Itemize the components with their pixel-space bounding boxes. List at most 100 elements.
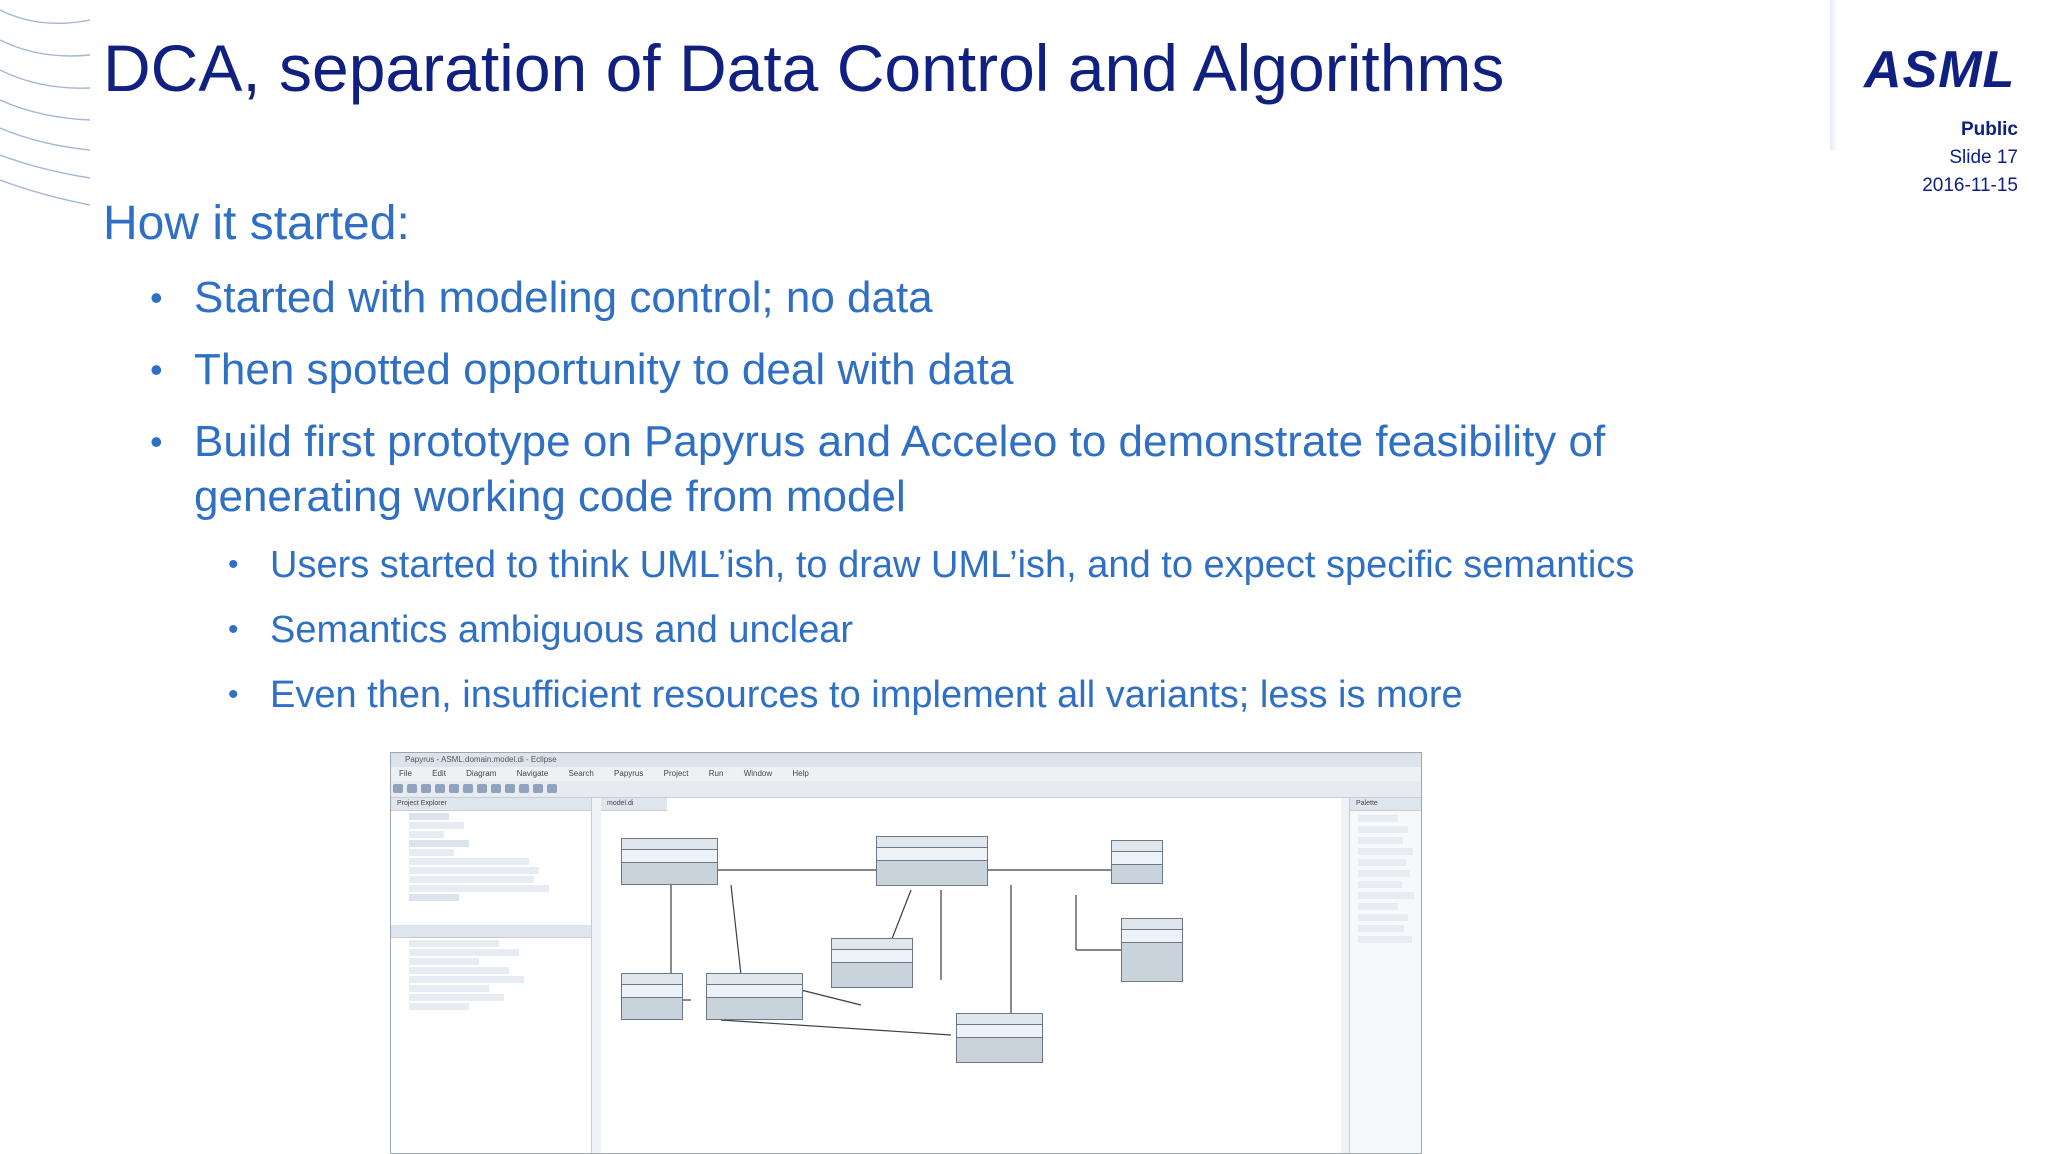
tree-row: [409, 1003, 469, 1010]
toolbar-icon: [435, 784, 445, 793]
uml-class: [831, 938, 913, 988]
toolbar-icon: [449, 784, 459, 793]
sub-bullet-item: Even then, insufficient resources to imp…: [150, 671, 1750, 719]
uml-class-header: [622, 974, 682, 985]
screenshot-toolbar: [391, 781, 1421, 798]
uml-class-attributes: [957, 1025, 1042, 1038]
uml-class: [621, 973, 683, 1020]
bullet-item: Started with modeling control; no data: [150, 270, 1750, 325]
header-divider: [1830, 0, 1838, 150]
uml-class-attributes: [877, 848, 987, 861]
uml-class-attributes: [622, 850, 717, 863]
project-explorer-pane: Project Explorer: [391, 798, 592, 1153]
association-lines: [670, 869, 1121, 1036]
sub-bullet-item: Semantics ambiguous and unclear: [150, 606, 1750, 654]
toolbar-icon: [491, 784, 501, 793]
diagram-canvas: model.di: [601, 798, 1341, 1153]
palette-item: [1358, 936, 1412, 943]
tree-row: [409, 967, 509, 974]
tree-row: [409, 813, 449, 820]
tree-row: [409, 822, 464, 829]
uml-class-header: [957, 1014, 1042, 1025]
uml-class: [1111, 840, 1163, 884]
palette-item: [1358, 826, 1408, 833]
tree-row: [409, 894, 459, 901]
palette-item: [1358, 881, 1402, 888]
canvas-tab: model.di: [601, 798, 667, 811]
tree-row: [409, 994, 504, 1001]
uml-class: [876, 836, 988, 886]
uml-class-attributes: [707, 985, 802, 998]
slide-date: 2016-11-15: [1922, 175, 2018, 196]
palette-item: [1358, 903, 1398, 910]
slide-title: DCA, separation of Data Control and Algo…: [103, 31, 1505, 105]
bullet-list: Started with modeling control; no data T…: [150, 270, 1750, 736]
uml-class-attributes: [832, 950, 912, 963]
classification-label: Public: [1960, 119, 2018, 140]
slide-number: Slide 17: [1949, 147, 2018, 168]
palette-pane: Palette: [1349, 798, 1421, 1153]
uml-class: [956, 1013, 1043, 1063]
toolbar-icon: [519, 784, 529, 793]
palette-item: [1358, 837, 1403, 844]
menu-item: Search: [568, 769, 594, 778]
tree-row: [409, 885, 549, 892]
menu-item: Diagram: [466, 769, 497, 778]
menu-item: Navigate: [516, 769, 549, 778]
toolbar-icon: [547, 784, 557, 793]
slide-meta: Public Slide 17 2016-11-15: [1922, 116, 2018, 200]
menu-item: Project: [663, 769, 689, 778]
palette-item: [1358, 925, 1404, 932]
uml-class: [706, 973, 803, 1020]
tree-row: [409, 840, 469, 847]
uml-class-header: [707, 974, 802, 985]
uml-class: [621, 838, 718, 885]
tree-row: [409, 831, 444, 838]
tree-row: [409, 876, 534, 883]
uml-class-attributes: [1122, 930, 1182, 943]
toolbar-icon: [463, 784, 473, 793]
palette-item: [1358, 870, 1410, 877]
palette-item: [1358, 914, 1408, 921]
uml-class-attributes: [1112, 852, 1162, 865]
tree-row: [409, 985, 489, 992]
sub-bullet-item: Users started to think UML’ish, to draw …: [150, 541, 1750, 589]
screenshot-menu-bar: File Edit Diagram Navigate Search Papyru…: [391, 767, 1421, 781]
uml-class-attributes: [622, 985, 682, 998]
palette-item: [1358, 848, 1413, 855]
menu-item: Edit: [432, 769, 446, 778]
uml-class-header: [832, 939, 912, 950]
toolbar-icon: [477, 784, 487, 793]
toolbar-icon: [421, 784, 431, 793]
menu-item: Papyrus: [614, 769, 644, 778]
toolbar-icon: [505, 784, 515, 793]
palette-header: Palette: [1350, 798, 1421, 811]
tree-row: [409, 958, 479, 965]
menu-item: Run: [708, 769, 724, 778]
corner-swoosh-decoration: [0, 9, 90, 206]
toolbar-icon: [407, 784, 417, 793]
toolbar-icon: [393, 784, 403, 793]
tree-row: [409, 867, 539, 874]
papyrus-screenshot: Papyrus - ASML.domain.model.di - Eclipse…: [390, 752, 1422, 1154]
model-explorer-header: [391, 925, 591, 938]
uml-class-header: [1122, 919, 1182, 930]
bullet-item: Build first prototype on Papyrus and Acc…: [150, 414, 1750, 524]
menu-item: File: [399, 769, 412, 778]
uml-class-header: [1112, 841, 1162, 852]
asml-logo: ASML: [1864, 41, 2016, 99]
bullet-item: Then spotted opportunity to deal with da…: [150, 342, 1750, 397]
uml-class-header: [877, 837, 987, 848]
tree-row: [409, 976, 524, 983]
uml-class-header: [622, 839, 717, 850]
palette-item: [1358, 859, 1406, 866]
menu-item: Help: [792, 769, 809, 778]
menu-item: Window: [743, 769, 773, 778]
uml-class: [1121, 918, 1183, 982]
project-explorer-header: Project Explorer: [391, 798, 591, 811]
toolbar-icon: [533, 784, 543, 793]
screenshot-window-title: Papyrus - ASML.domain.model.di - Eclipse: [391, 753, 1421, 767]
tree-row: [409, 849, 454, 856]
palette-item: [1358, 815, 1398, 822]
tree-row: [409, 949, 519, 956]
